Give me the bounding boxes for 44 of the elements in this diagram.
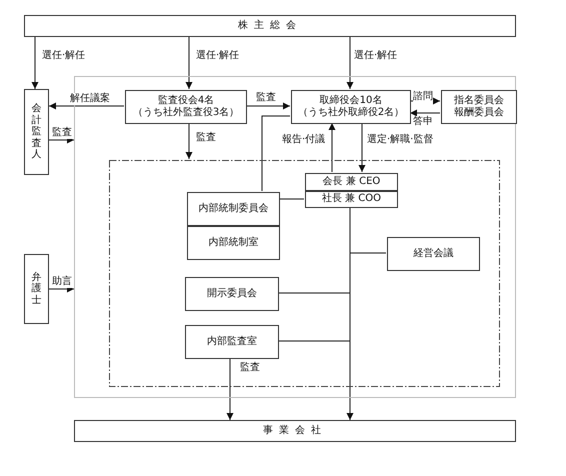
org-box: 株主総会: [24, 15, 516, 37]
edge-label: 解任議案: [70, 93, 110, 105]
org-box: 社長 兼 COO: [305, 191, 398, 208]
org-box: 内部統制室: [187, 226, 280, 260]
edge-label: 選任·解任: [196, 50, 240, 62]
arrow: [48, 136, 74, 144]
org-box: 会計監査人: [24, 89, 49, 175]
connector-line: [278, 198, 304, 200]
edge-label: 報告·付議: [282, 134, 326, 146]
org-box: 内部統制委員会: [187, 192, 280, 226]
org-box: 内部監査室: [185, 325, 279, 359]
org-box: 取締役会10名 （うち社外取締役2名）: [291, 90, 411, 124]
arrow: [328, 122, 336, 172]
executive-area-frame: [109, 160, 500, 387]
edge-label: 選定·解職·監督: [367, 134, 434, 146]
arrow: [410, 110, 440, 116]
arrow: [48, 286, 74, 292]
arrow: [246, 102, 290, 110]
edge-label: 諮問: [413, 91, 433, 103]
edge-label: 監査: [52, 127, 72, 139]
connector-line: [262, 116, 290, 192]
arrow: [346, 206, 354, 420]
arrow: [32, 36, 38, 90]
edge-label: 監査: [196, 132, 216, 144]
arrow: [186, 122, 192, 160]
org-box: 事業会社: [74, 420, 516, 442]
edge-label: 助言: [52, 276, 72, 288]
org-box: 開示委員会: [185, 277, 279, 311]
arrow: [226, 358, 234, 420]
arrow: [48, 102, 124, 110]
arrow: [186, 36, 192, 90]
arrow: [358, 122, 366, 172]
org-box: 監査役会4名 （うち社外監査役3名）: [125, 90, 247, 124]
edge-label: 監査: [240, 362, 260, 374]
edge-label: 選任·解任: [42, 50, 86, 62]
arrow: [346, 36, 354, 90]
org-box: 会長 兼 CEO: [305, 173, 398, 191]
org-box: 指名委員会 報酬委員会: [441, 90, 517, 124]
edge-label: 選任·解任: [354, 50, 398, 62]
edge-label: 答申: [413, 116, 433, 128]
org-box: 経営会議: [387, 237, 480, 271]
edge-label: 監査: [256, 92, 276, 104]
arrow: [410, 98, 440, 104]
org-box: 弁護士: [24, 254, 49, 324]
